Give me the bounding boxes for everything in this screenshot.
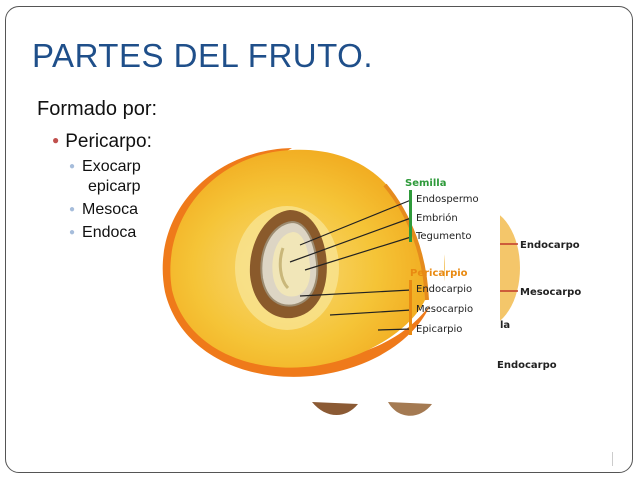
slide-subtitle: Formado por:	[37, 98, 158, 120]
bullet-icon: ●	[69, 161, 76, 172]
sub-bullet-endocarpo: ● Endoca	[69, 223, 136, 245]
sub-bullet-label: Endoca	[82, 224, 137, 241]
sub-bullet-mesocarpo: ● Mesoca	[69, 200, 138, 222]
right-label-la: la	[500, 320, 510, 331]
embryo	[278, 247, 290, 290]
sub-bullet-epicarpo-line: epicarp	[88, 177, 140, 197]
pericarpio-header: Pericarpio	[410, 268, 468, 279]
label-tegumento: Tegumento	[415, 231, 472, 242]
label-endocarpio: Endocarpio	[416, 284, 472, 295]
bullet-icon: ●	[69, 227, 76, 238]
right-label-endocarpo: Endocarpo	[520, 240, 580, 251]
occluding-panel	[445, 175, 500, 400]
semilla-header: Semilla	[405, 178, 446, 189]
bullet-icon: ●	[69, 204, 76, 215]
right-label-mesocarpo: Mesocarpo	[520, 287, 581, 298]
sub-bullet-label: epicarp	[88, 178, 141, 195]
bullet-pericarpo-label: Pericarpo:	[65, 131, 152, 152]
bullet-pericarpo: ● Pericarpo:	[52, 131, 152, 153]
pericarpio-bracket	[409, 280, 412, 335]
label-epicarpio: Epicarpio	[416, 324, 462, 335]
cut-edge	[383, 183, 429, 301]
sub-bullet-label: Exocarp	[82, 158, 141, 175]
slide-title: PARTES DEL FRUTO.	[32, 37, 374, 74]
label-endospermo: Endospermo	[416, 194, 479, 205]
sub-bullet-label: Mesoca	[82, 201, 139, 218]
label-embrion: Embrión	[416, 212, 458, 224]
bullet-icon: ●	[52, 133, 60, 147]
seed-fragment-right	[388, 402, 432, 416]
semilla-bracket	[409, 190, 412, 242]
sub-bullet-exocarpo: ● Exocarp	[69, 157, 141, 179]
seed-fragment-left	[312, 402, 358, 416]
right-label-endocarpo-2: Endocarpo	[497, 360, 557, 371]
leader-lines	[289, 199, 412, 331]
slide-corner-mark	[612, 452, 613, 466]
label-mesocarpio: Mesocarpio	[416, 304, 473, 315]
